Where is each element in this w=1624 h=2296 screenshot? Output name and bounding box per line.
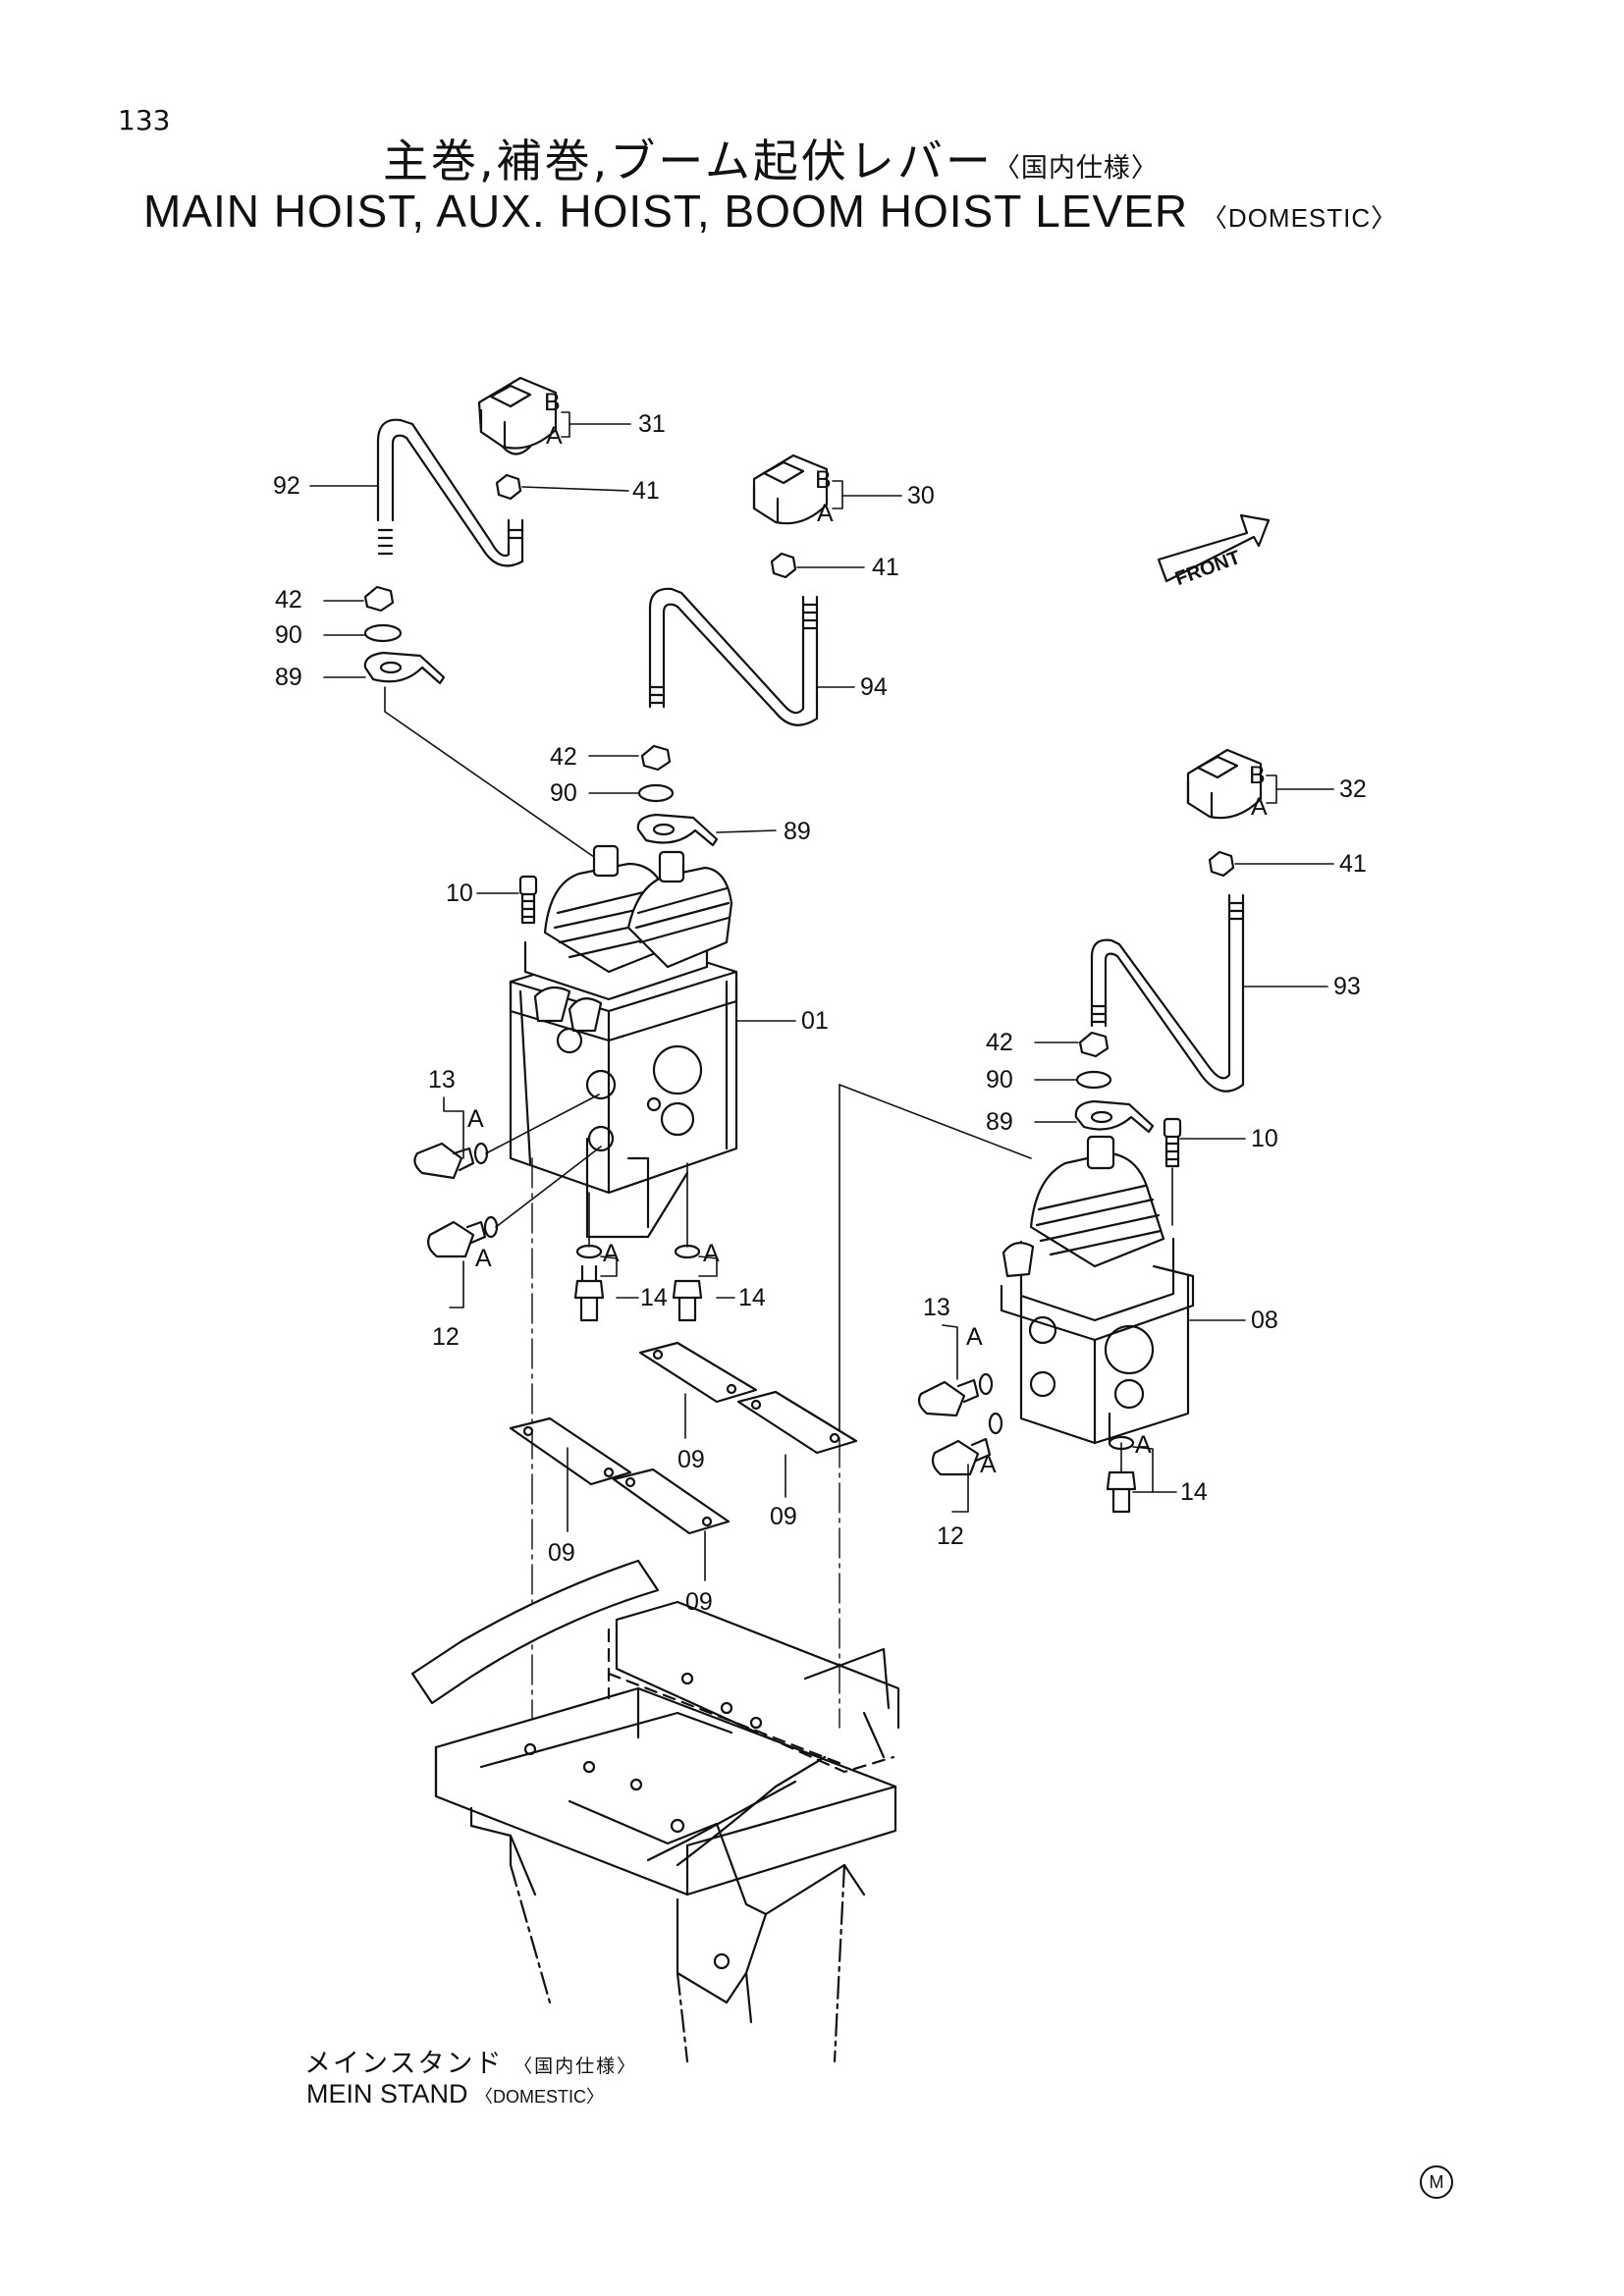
callout-a-13b: A bbox=[966, 1323, 983, 1351]
callout-90-b: 90 bbox=[550, 779, 577, 807]
callout-01: 01 bbox=[801, 1007, 829, 1035]
stay-89-a bbox=[363, 651, 446, 685]
nut-41-c bbox=[1208, 850, 1235, 878]
callout-14-b: 14 bbox=[738, 1284, 766, 1311]
callout-89-b: 89 bbox=[784, 818, 811, 845]
stay-89-b bbox=[636, 813, 719, 847]
callout-b-32: B bbox=[1249, 762, 1266, 789]
elbow-13-a bbox=[413, 1142, 489, 1180]
callout-09-a: 09 bbox=[548, 1539, 575, 1567]
stand-en-note: 〈DOMESTIC〉 bbox=[475, 2087, 605, 2107]
callout-a-30: A bbox=[817, 500, 834, 527]
callout-a-32: A bbox=[1251, 793, 1268, 821]
bolt-10-b bbox=[1163, 1117, 1182, 1168]
callout-30: 30 bbox=[907, 482, 935, 509]
rod-92 bbox=[376, 418, 524, 567]
callout-a-12b: A bbox=[980, 1451, 997, 1478]
title-en-text: MAIN HOIST, AUX. HOIST, BOOM HOIST LEVER bbox=[143, 186, 1189, 237]
callout-41-b: 41 bbox=[872, 554, 899, 581]
page-number: 133 bbox=[118, 104, 171, 136]
knob-31 bbox=[477, 376, 558, 455]
stand-label-english: MEIN STAND 〈DOMESTIC〉 bbox=[306, 2079, 604, 2109]
elbow-12-b bbox=[931, 1412, 1003, 1476]
washer-90-a bbox=[363, 623, 403, 643]
nut-42-b bbox=[640, 744, 672, 772]
stand-label-japanese: メインスタンド 〈国内仕様〉 bbox=[304, 2042, 637, 2080]
knob-30 bbox=[752, 454, 829, 525]
knob-32 bbox=[1186, 748, 1263, 820]
valve-08 bbox=[1000, 1135, 1195, 1445]
front-arrow bbox=[1157, 513, 1271, 583]
callout-14-a: 14 bbox=[640, 1284, 668, 1311]
rod-93 bbox=[1090, 893, 1245, 1093]
callout-09-d: 09 bbox=[770, 1503, 797, 1530]
stand-en-text: MEIN STAND bbox=[306, 2079, 468, 2109]
washer-90-c bbox=[1075, 1070, 1112, 1090]
callout-a-14c: A bbox=[1135, 1431, 1152, 1459]
callout-94: 94 bbox=[860, 673, 888, 701]
callout-09-c: 09 bbox=[677, 1446, 705, 1473]
fitting-14-a bbox=[573, 1244, 605, 1322]
callout-10-b: 10 bbox=[1251, 1125, 1278, 1152]
callout-41-a: 41 bbox=[632, 477, 660, 505]
title-en-note: 〈DOMESTIC〉 bbox=[1201, 203, 1398, 233]
footer-circled-mark: M bbox=[1420, 2165, 1453, 2199]
stay-89-c bbox=[1074, 1099, 1155, 1134]
washer-90-b bbox=[637, 783, 675, 803]
stand-jp-note: 〈国内仕様〉 bbox=[514, 2056, 638, 2077]
callout-a-14a: A bbox=[603, 1240, 620, 1267]
plate-09-d bbox=[736, 1390, 858, 1455]
title-jp-text: 主巻,補巻,ブーム起伏レバー bbox=[383, 134, 994, 187]
callout-12-b: 12 bbox=[937, 1522, 964, 1550]
callout-13-b: 13 bbox=[923, 1294, 950, 1321]
elbow-13-b bbox=[917, 1372, 994, 1417]
callout-31: 31 bbox=[638, 410, 666, 438]
page-title-english: MAIN HOIST, AUX. HOIST, BOOM HOIST LEVER… bbox=[143, 185, 1397, 238]
nut-42-c bbox=[1078, 1031, 1110, 1058]
plate-09-b bbox=[612, 1468, 731, 1535]
callout-41-c: 41 bbox=[1339, 850, 1367, 878]
callout-14-c: 14 bbox=[1180, 1478, 1208, 1506]
callout-42-b: 42 bbox=[550, 743, 577, 771]
callout-10-a: 10 bbox=[446, 880, 473, 907]
plate-09-a bbox=[509, 1416, 632, 1486]
nut-41-a bbox=[495, 473, 522, 501]
main-stand bbox=[410, 1559, 900, 2063]
callout-92: 92 bbox=[273, 472, 300, 500]
callout-42-a: 42 bbox=[275, 586, 302, 614]
callout-a-14b: A bbox=[703, 1240, 720, 1267]
valve-01 bbox=[509, 844, 738, 1239]
callout-89-c: 89 bbox=[986, 1108, 1013, 1136]
elbow-12-a bbox=[427, 1215, 499, 1258]
callout-32: 32 bbox=[1339, 775, 1367, 803]
callout-42-c: 42 bbox=[986, 1029, 1013, 1056]
callout-89-a: 89 bbox=[275, 664, 302, 691]
callout-90-c: 90 bbox=[986, 1066, 1013, 1094]
page-title-japanese: 主巻,補巻,ブーム起伏レバー〈国内仕様〉 bbox=[383, 126, 1159, 190]
bolt-10-a bbox=[518, 875, 538, 925]
stand-jp-text: メインスタンド bbox=[304, 2049, 504, 2079]
title-jp-note: 〈国内仕様〉 bbox=[993, 153, 1159, 184]
callout-09-b: 09 bbox=[685, 1588, 713, 1616]
callout-b-31: B bbox=[544, 389, 561, 416]
callout-a-13a: A bbox=[467, 1105, 484, 1133]
callout-b-30: B bbox=[815, 466, 832, 494]
callout-90-a: 90 bbox=[275, 621, 302, 649]
callout-13-a: 13 bbox=[428, 1066, 456, 1094]
plate-09-c bbox=[638, 1341, 758, 1404]
rod-94 bbox=[648, 587, 819, 726]
callout-a-12a: A bbox=[475, 1245, 492, 1272]
fitting-14-b bbox=[672, 1244, 703, 1322]
callout-93: 93 bbox=[1333, 973, 1361, 1000]
nut-42-a bbox=[363, 585, 395, 613]
callout-a-31: A bbox=[546, 422, 563, 450]
callout-12-a: 12 bbox=[432, 1323, 460, 1351]
callout-08: 08 bbox=[1251, 1307, 1278, 1334]
nut-41-b bbox=[770, 552, 797, 579]
